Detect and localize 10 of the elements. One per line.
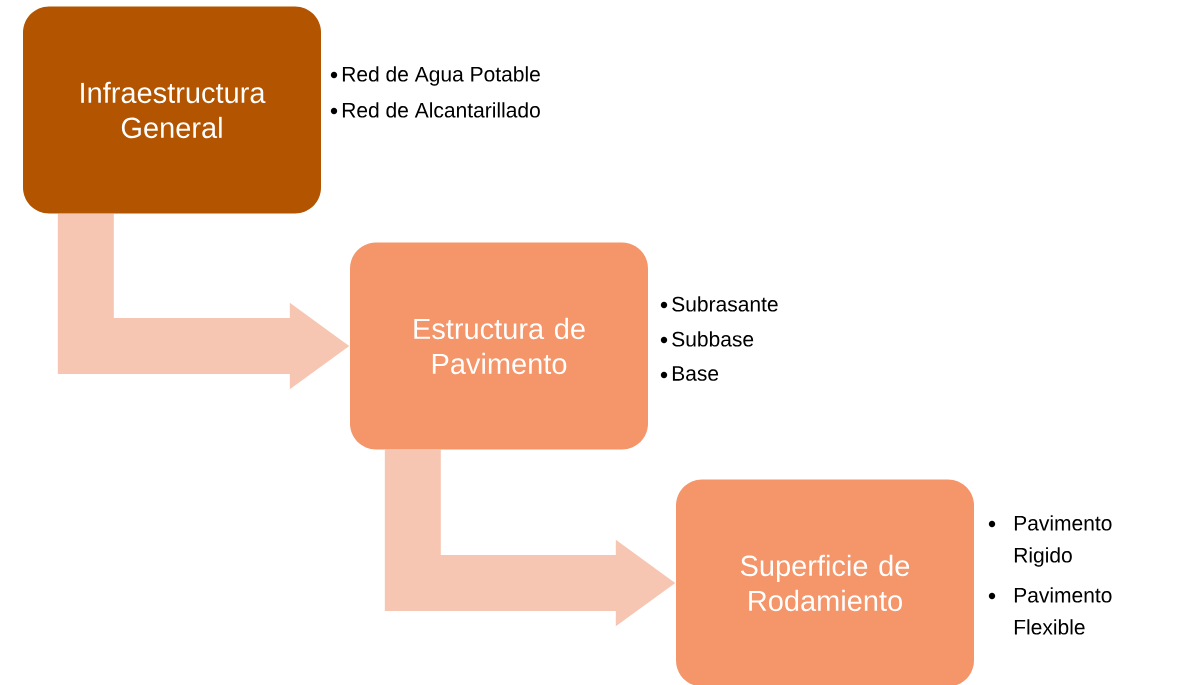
rounded-box: Infraestructura General <box>23 6 321 214</box>
rounded-box: Superficie de Rodamiento <box>676 479 974 685</box>
list-item: Base <box>672 366 719 381</box>
rounded-box: Estructura de Pavimento <box>350 242 648 450</box>
list-item: Subbase <box>672 331 754 347</box>
list-item: Pavimento Flexible <box>1014 587 1112 635</box>
list-item: Red de Alcantarillado <box>342 102 540 118</box>
list-item: Subrasante <box>672 296 778 312</box>
list-item: Red de Agua Potable <box>342 66 540 86</box>
list-item: Pavimento Rigido <box>1014 515 1112 567</box>
